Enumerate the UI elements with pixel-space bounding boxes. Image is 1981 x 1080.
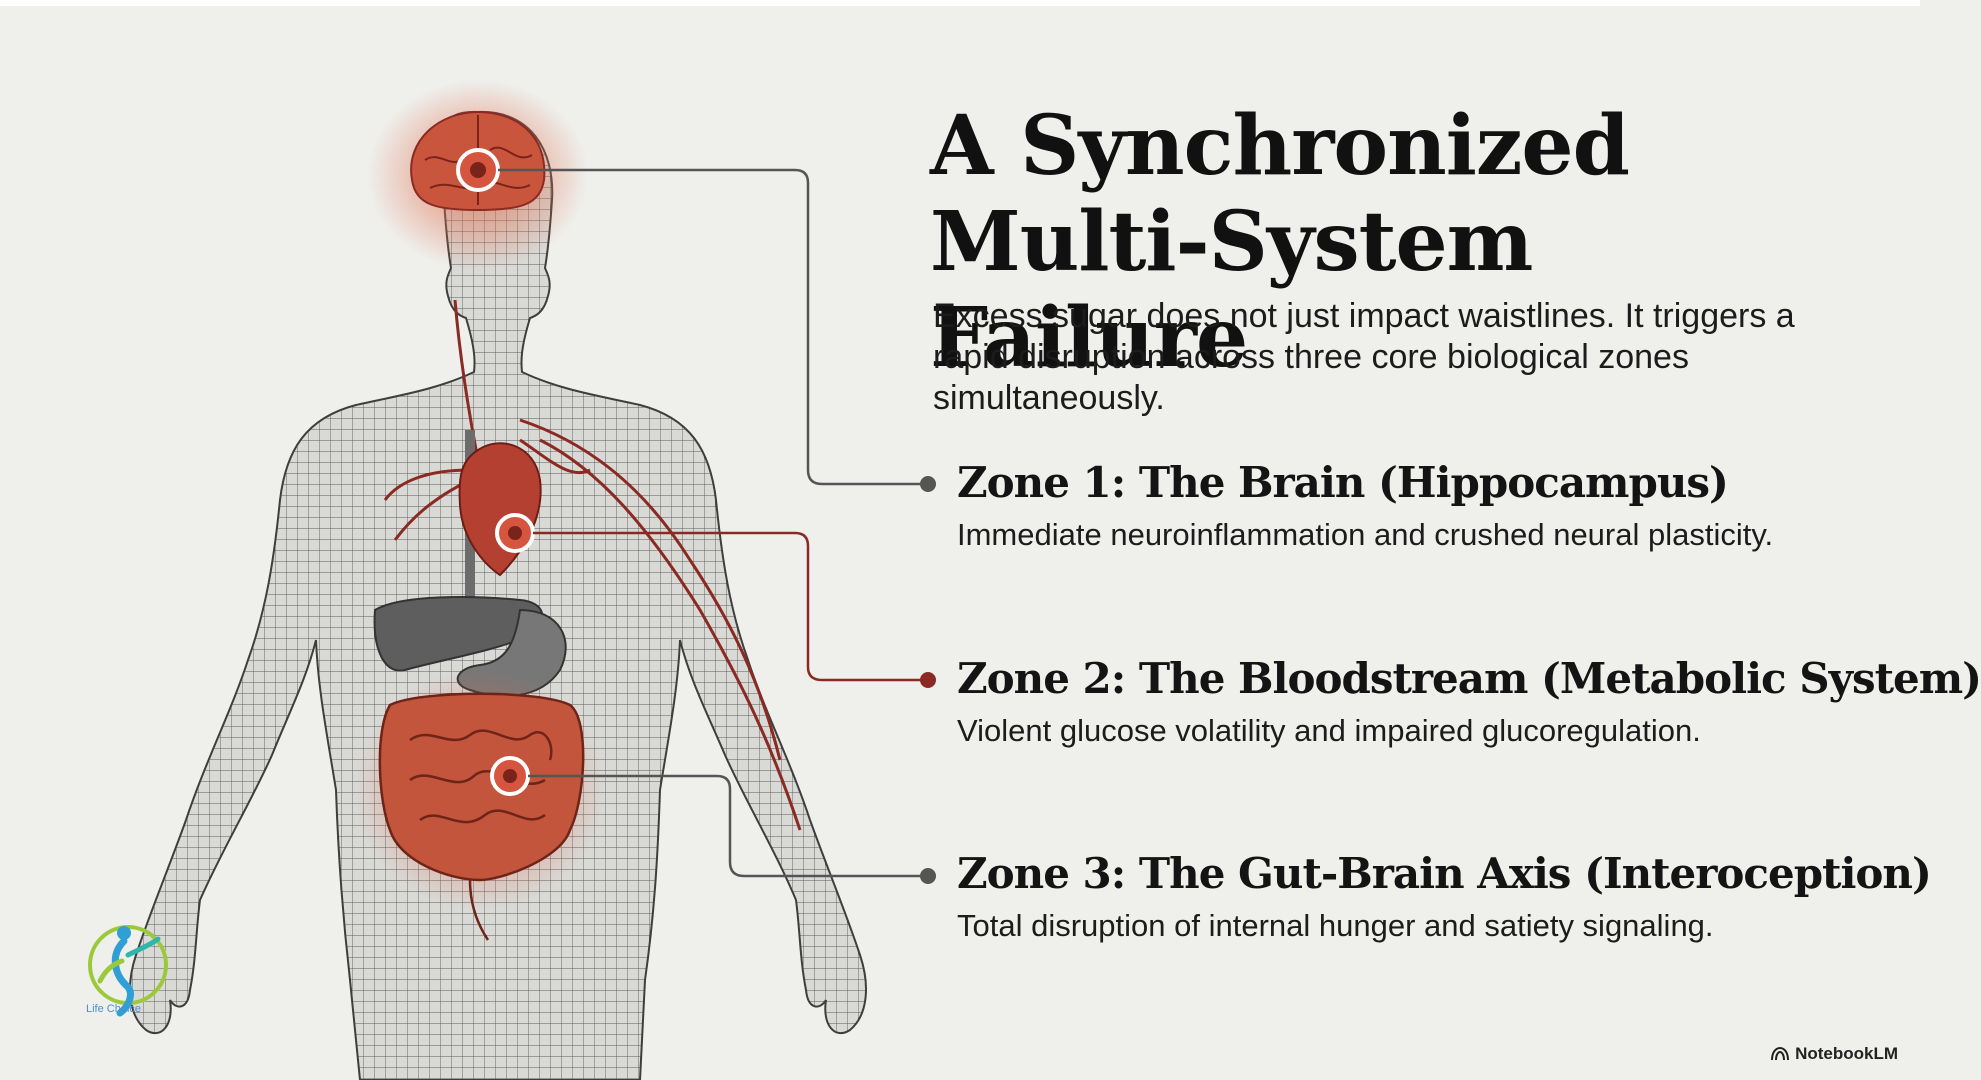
notebooklm-icon (1771, 1046, 1790, 1061)
leader-line-zone-1 (498, 168, 928, 486)
title-line-2: Multi-System Failure (930, 194, 1533, 386)
life-choice-logo (88, 925, 168, 1017)
zone-1-block: Zone 1: The Brain (Hippocampus) Immediat… (957, 457, 1857, 555)
zone-2-description: Violent glucose volatility and impaired … (957, 713, 1701, 748)
leader-dot-zone-2 (920, 672, 936, 688)
leader-dot-zone-3 (920, 868, 936, 884)
leader-line-zone-2 (533, 531, 928, 682)
brand-label: NotebookLM (1795, 1044, 1898, 1063)
logo-text: Life Choice (86, 1003, 142, 1015)
intestines-icon (378, 692, 585, 882)
human-body (129, 110, 867, 1080)
focus-marker-gut (490, 756, 530, 796)
zone-2-title: Zone 2: The Bloodstream (Metabolic Syste… (957, 654, 1981, 703)
body-silhouette (129, 110, 867, 1080)
intestine-folds (409, 729, 553, 941)
brain-folds (424, 115, 533, 205)
title-line-1: A Synchronized (930, 98, 1630, 194)
zone-1-title: Zone 1: The Brain (Hippocampus) (957, 458, 1729, 507)
leader-dot-zone-1 (920, 476, 936, 492)
zone-3-description: Total disruption of internal hunger and … (957, 908, 1714, 943)
zone-3-block: Zone 3: The Gut-Brain Axis (Interoceptio… (957, 848, 1932, 946)
blood-vessels (383, 299, 802, 831)
page-title: A Synchronized Multi-System Failure (930, 98, 1830, 386)
notebooklm-brand: NotebookLM (1771, 1044, 1898, 1064)
leader-line-zone-3 (528, 774, 928, 878)
intro-text: Excess sugar does not just impact waistl… (933, 297, 1795, 417)
focus-marker-heart (495, 513, 535, 553)
focus-marker-brain (456, 148, 500, 192)
zone-3-title: Zone 3: The Gut-Brain Axis (Interoceptio… (957, 849, 1932, 898)
top-frame-strip (0, 0, 1920, 6)
zone-2-block: Zone 2: The Bloodstream (Metabolic Syste… (957, 653, 1981, 751)
anatomy-figure (129, 80, 936, 1080)
zone-1-description: Immediate neuroinflammation and crushed … (957, 517, 1774, 552)
